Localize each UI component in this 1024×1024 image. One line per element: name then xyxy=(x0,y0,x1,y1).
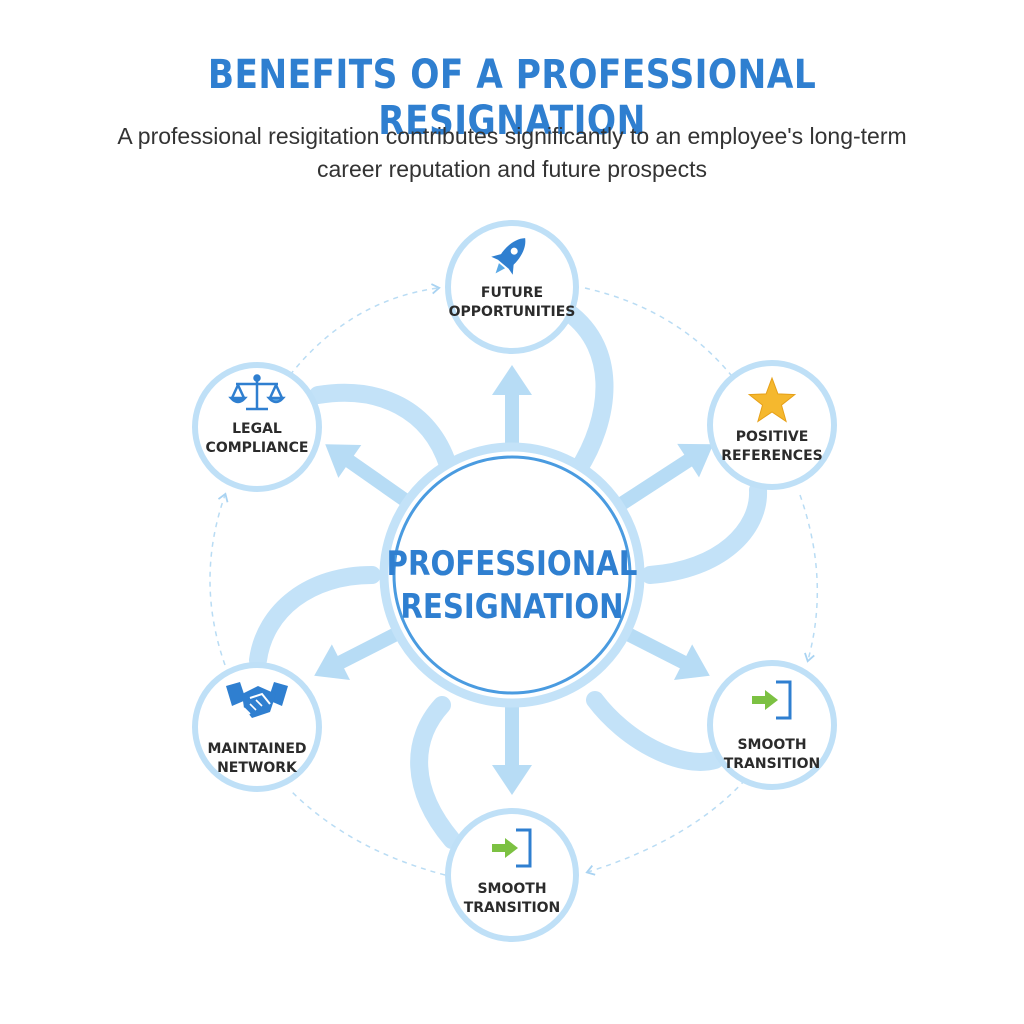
exit-door-icon xyxy=(752,680,792,720)
node-label-future-opportunities-line1: FUTURE xyxy=(481,285,543,301)
node-label-smooth-transition-right-line1: SMOOTH xyxy=(737,737,806,753)
center-node: PROFESSIONAL RESIGNATION xyxy=(379,442,645,708)
node-maintained-network: MAINTAINED NETWORK xyxy=(192,662,322,792)
node-label-smooth-transition-right-line2: TRANSITION xyxy=(724,756,821,772)
node-future-opportunities: FUTURE OPPORTUNITIES xyxy=(445,220,579,354)
node-smooth-transition-right: SMOOTH TRANSITION xyxy=(707,660,837,790)
node-label-maintained-network-line1: MAINTAINED xyxy=(207,741,306,757)
rocket-icon xyxy=(491,238,526,275)
handshake-icon xyxy=(226,682,288,718)
node-legal-compliance: LEGAL COMPLIANCE xyxy=(192,362,322,492)
node-label-legal-compliance-line2: COMPLIANCE xyxy=(206,440,309,456)
swirl-arc-3 xyxy=(586,691,724,771)
center-label-line1: PROFESSIONAL xyxy=(387,545,638,584)
node-label-legal-compliance-line1: LEGAL xyxy=(232,421,282,437)
swirl-arc-1 xyxy=(559,303,614,479)
swirl-arc-6 xyxy=(309,383,457,474)
node-label-positive-references-line1: POSITIVE xyxy=(736,429,809,445)
page-subtitle: A professional resigitation contributes … xyxy=(117,123,907,182)
arrow-to-legal xyxy=(325,444,414,510)
dashed-cycle xyxy=(209,283,819,876)
dashed-arc-bottom-to-network xyxy=(289,789,446,876)
node-positive-references: POSITIVE REFERENCES xyxy=(707,360,837,490)
dashed-arc-future-to-references xyxy=(584,287,736,381)
arrow-to-future xyxy=(492,365,532,450)
dashed-arc-network-to-legal xyxy=(209,492,229,666)
arrow-to-transition-right xyxy=(620,625,710,680)
swirl-arc-5 xyxy=(249,566,381,669)
swirl-arc-4 xyxy=(410,696,461,849)
page-title: BENEFITS OF A PROFESSIONAL RESIGNATION xyxy=(207,52,817,144)
node-label-maintained-network-line2: NETWORK xyxy=(217,760,298,776)
dashed-arc-legal-to-future xyxy=(289,283,441,376)
star-icon xyxy=(747,376,797,423)
arrow-to-network xyxy=(314,625,404,680)
node-smooth-transition-bottom: SMOOTH TRANSITION xyxy=(445,808,579,942)
swirl-arc-2 xyxy=(641,481,768,584)
exit-door-icon xyxy=(492,828,532,868)
node-label-future-opportunities-line2: OPPORTUNITIES xyxy=(449,304,576,320)
dashed-arc-transition-to-bottom xyxy=(585,779,746,876)
arrow-to-references xyxy=(613,443,714,513)
node-label-smooth-transition-bottom-line1: SMOOTH xyxy=(477,881,546,897)
radial-arrows xyxy=(314,365,714,795)
center-label-line2: RESIGNATION xyxy=(400,588,623,627)
arrow-to-transition-bottom xyxy=(492,700,532,795)
node-label-smooth-transition-bottom-line2: TRANSITION xyxy=(464,900,561,916)
swirl-arcs xyxy=(249,303,768,849)
dashed-arc-references-to-transition xyxy=(799,494,819,663)
node-label-positive-references-line2: REFERENCES xyxy=(721,448,822,464)
scales-icon xyxy=(228,374,286,411)
